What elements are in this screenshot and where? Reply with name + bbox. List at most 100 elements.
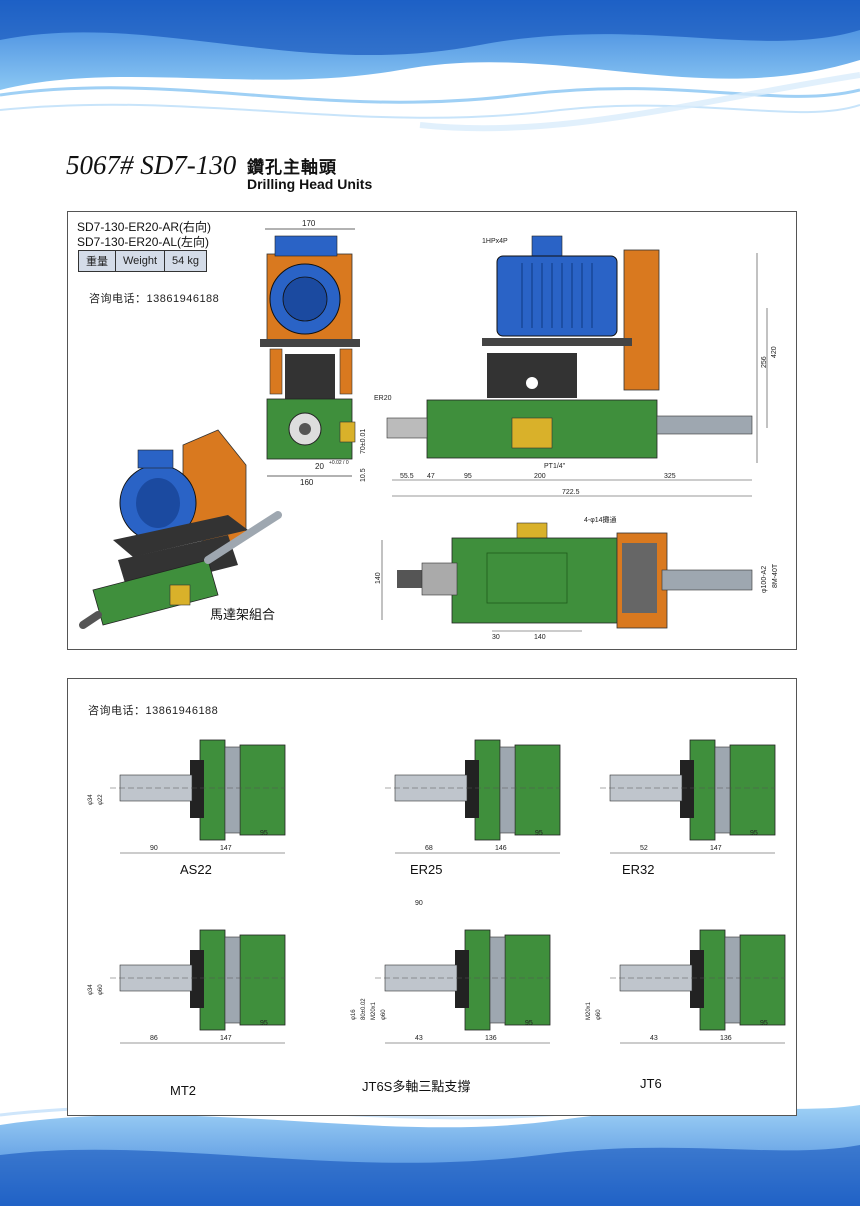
seg3-label: 95	[464, 473, 472, 480]
pulley-label: φ100-A2	[761, 566, 768, 593]
variant-drawing-4: 43 136 95 φ16 80±0.02 M20x1 φ60 90	[351, 900, 551, 1044]
model-right-label: SD7-130-ER20-AR(右向)	[77, 220, 212, 234]
variant-quill	[724, 936, 741, 1024]
variant-dim-b: 136	[485, 1035, 497, 1042]
variant-dim-c: 95	[260, 1020, 268, 1027]
variant-dim-a: 43	[650, 1035, 658, 1042]
variant-caption: JT6S多軸三點支撐	[362, 1079, 471, 1094]
bottom-wave-decoration	[0, 1105, 860, 1206]
weight-cn-cell: 重量	[78, 250, 116, 272]
variant-quill	[489, 936, 506, 1024]
top-w1-label: 30	[492, 634, 500, 641]
variant-vert-1: φ60	[596, 1009, 602, 1020]
variant-housing	[739, 934, 786, 1026]
front-width-label: 170	[302, 219, 316, 228]
variant-quill	[224, 746, 241, 834]
seg4-label: 200	[534, 473, 546, 480]
variant-housing	[504, 934, 551, 1026]
port-label: PT1/4"	[544, 463, 566, 470]
front-height2-label: 10.5	[360, 468, 367, 482]
variant-housing	[239, 934, 286, 1026]
height-420-label: 420	[771, 346, 778, 358]
front-offset-tol: +0.02 / 0	[329, 460, 349, 466]
variant-dia-0: φ34	[88, 984, 94, 995]
holes-label: 4-φ14攤通	[584, 515, 617, 524]
variant-dim-a: 86	[150, 1035, 158, 1042]
variant-quill	[224, 936, 241, 1024]
front-offset-label: 20	[315, 462, 324, 471]
variant-dim-b: 147	[710, 845, 722, 852]
belt-label: 8M-40T	[772, 563, 779, 588]
motor-assembly-caption: 馬達架組合	[210, 607, 276, 622]
variant-quill	[714, 746, 731, 834]
front-view-drawing: 170 160 20 +0.02 / 0 70±0.01 10.5	[260, 219, 367, 487]
variant-dim-c: 95	[535, 830, 543, 837]
top-view-drawing: 4-φ14攤通 140 30 140 φ100-A2 8M-40T	[375, 515, 779, 641]
phone-contact-2: 咨询电话：13861946188	[88, 705, 219, 717]
variant-quill	[499, 746, 516, 834]
collet-label: ER20	[374, 395, 392, 402]
variant-nut	[465, 760, 479, 818]
variant-caption: ER32	[622, 862, 655, 877]
side-view-drawing: 1HPx4P ER20 PT1/4" 256 420 55.5 47 95 20…	[374, 235, 778, 497]
motor-spec-label: 1HPx4P	[482, 238, 508, 245]
title-chinese: 鑽孔主軸頭	[247, 158, 337, 177]
variant-dia-0: φ34	[88, 794, 94, 805]
front-base-label: 160	[300, 478, 314, 487]
variant-flange	[699, 929, 726, 1031]
variant-vert-2: M20x1	[371, 1001, 377, 1020]
front-height-label: 70±0.01	[360, 429, 367, 454]
variant-housing	[239, 744, 286, 836]
variant-dim-c: 95	[750, 830, 758, 837]
variant-drawing-5: 43 136 95 M20x1 φ60	[586, 929, 786, 1044]
variant-nut	[455, 950, 469, 1008]
variant-vert-1: 80±0.02	[361, 998, 367, 1020]
weight-table: 重量 Weight 54 kg	[78, 250, 207, 272]
model-left-label: SD7-130-ER20-AL(左向)	[77, 235, 210, 249]
variant-dim-b: 136	[720, 1035, 732, 1042]
variant-dia-1: φ22	[98, 794, 104, 805]
seg2-label: 47	[427, 473, 435, 480]
weight-en-cell: Weight	[114, 250, 166, 272]
variant-nut	[680, 760, 694, 818]
variant-nut	[190, 950, 204, 1008]
variant-flange	[474, 739, 501, 841]
variant-dim-b: 146	[495, 845, 507, 852]
seg5-label: 325	[664, 473, 676, 480]
top-height-label: 140	[375, 572, 382, 584]
variant-caption: AS22	[180, 862, 212, 877]
variant-flange	[199, 929, 226, 1031]
variant-drawing-0: 90 147 95 φ34 φ22	[88, 739, 286, 854]
variant-dim-c: 95	[525, 1020, 533, 1027]
title-english: Drilling Head Units	[247, 176, 373, 192]
variant-drawing-1: 68 146 95	[385, 739, 561, 854]
variant-drawing-3: 86 147 95 φ34 φ60	[88, 929, 286, 1044]
variant-dim-a: 43	[415, 1035, 423, 1042]
phone-contact: 咨询电话：13861946188	[89, 293, 220, 305]
variant-dim-a: 52	[640, 845, 648, 852]
top-w2-label: 140	[534, 634, 546, 641]
variant-vert-0: φ16	[351, 1009, 357, 1020]
variant-housing	[514, 744, 561, 836]
motor-assembly-illustration	[79, 429, 282, 629]
variant-dim-a: 90	[150, 845, 158, 852]
variant-dim-b: 147	[220, 1035, 232, 1042]
weight-value-cell: 54 kg	[164, 250, 207, 272]
model-title: 5067# SD7-130	[66, 150, 237, 180]
variant-dim-c: 95	[760, 1020, 768, 1027]
variant-top-dim: 90	[415, 900, 423, 907]
variant-nut	[690, 950, 704, 1008]
top-wave-decoration	[0, 0, 860, 145]
variant-dia-1: φ60	[98, 984, 104, 995]
variant-nut	[190, 760, 204, 818]
variant-dim-a: 68	[425, 845, 433, 852]
variant-dim-b: 147	[220, 845, 232, 852]
variant-housing	[729, 744, 776, 836]
height-256-label: 256	[761, 356, 768, 368]
variant-drawing-2: 52 147 95	[600, 739, 776, 854]
variant-vert-3: φ60	[381, 1009, 387, 1020]
variant-vert-0: M20x1	[586, 1001, 592, 1020]
seg1-label: 55.5	[400, 473, 414, 480]
total-length-label: 722.5	[562, 489, 580, 496]
variant-dim-c: 95	[260, 830, 268, 837]
